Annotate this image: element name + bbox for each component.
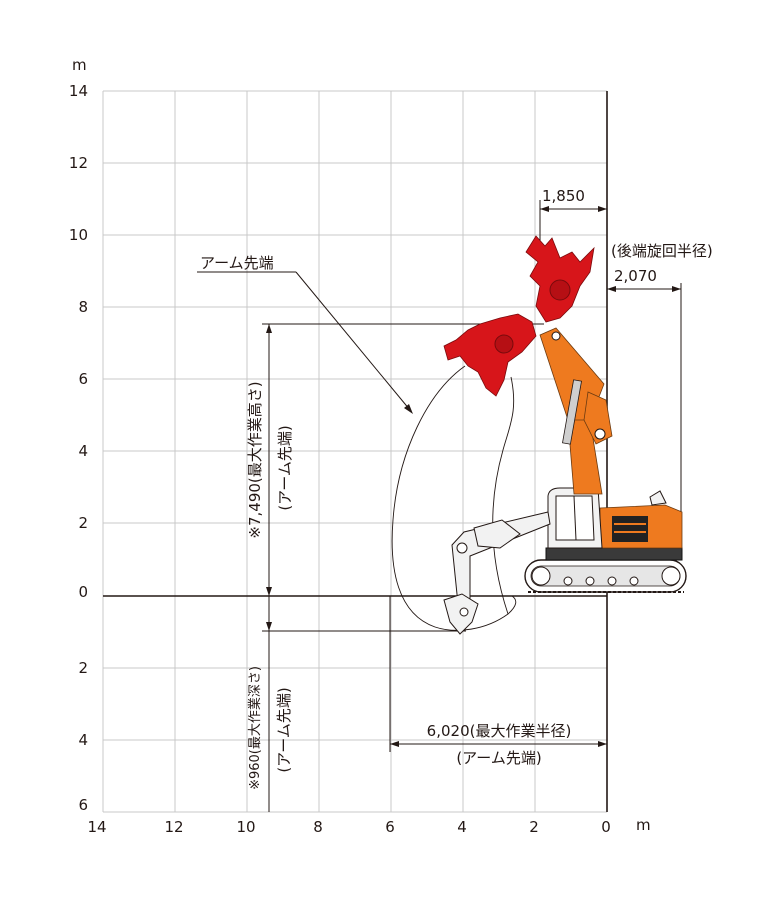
track-roller [585, 576, 595, 586]
crusher-rotator [494, 334, 514, 354]
boom-knuckle [583, 391, 613, 445]
y-tick-label: 8 [78, 298, 88, 316]
arrow-head [607, 286, 616, 292]
arrow-head [598, 741, 607, 747]
max-radius-dimension [389, 596, 607, 752]
crawler-track [524, 559, 687, 593]
engine-grille [612, 516, 648, 542]
cab-pillar [573, 495, 577, 541]
arrow-head [404, 404, 413, 414]
x-axis-labels: 14 12 10 8 6 4 2 0 m [87, 816, 650, 836]
exhaust-stack [649, 490, 667, 506]
boom-lowered [473, 519, 521, 549]
max-depth-dimension [262, 596, 466, 812]
y-axis-labels: m 14 12 10 8 6 4 2 0 2 4 6 [69, 56, 88, 814]
max-height-sub-label: (アーム先端) [276, 425, 294, 510]
max-depth-label: ※960(最大作業深さ) [247, 666, 263, 790]
track-roller [607, 576, 617, 586]
y-tick-label: 4 [78, 442, 88, 460]
x-tick-label: 12 [164, 818, 183, 836]
crusher-extended [443, 313, 537, 397]
pivot-pin [459, 607, 469, 617]
crusher-jaw [525, 235, 595, 323]
arrow-head [266, 324, 272, 333]
x-axis-unit: m [636, 816, 651, 834]
crusher-rotator [549, 279, 571, 301]
rear-swing-value: 2,070 [614, 267, 657, 285]
swing-frame [545, 547, 683, 561]
rear-swing-label: (後端旋回半径) [611, 242, 713, 260]
top-width-value: 1,850 [542, 187, 585, 205]
x-tick-label: 8 [313, 818, 323, 836]
x-tick-label: 14 [87, 818, 106, 836]
arm-tip-label: アーム先端 [200, 254, 274, 272]
x-tick-label: 2 [529, 818, 539, 836]
arm-tip-leader [197, 271, 413, 414]
grid [102, 90, 607, 813]
arrow-head [266, 622, 272, 631]
arrow-head [266, 587, 272, 596]
attachment-lowered [443, 511, 551, 635]
working-envelope [391, 365, 517, 631]
x-tick-label: 0 [601, 818, 611, 836]
pivot-pin [551, 331, 561, 341]
y-tick-label: 2 [78, 514, 88, 532]
pivot-pin [594, 428, 606, 440]
top-width-dimension [539, 200, 607, 244]
arrow-head [540, 206, 549, 212]
max-radius-label: 6,020(最大作業半径) [427, 722, 572, 740]
rear-swing-dimension [607, 283, 682, 512]
x-tick-label: 6 [385, 818, 395, 836]
idler-wheel [531, 566, 551, 586]
upper-structure [545, 487, 683, 561]
y-tick-label: 10 [69, 226, 88, 244]
arrow-head [672, 286, 681, 292]
front-attachment [539, 327, 613, 495]
max-height-label: ※7,490(最大作業高さ) [246, 381, 264, 538]
y-tick-label: 2 [78, 659, 88, 677]
boom-cylinder [562, 379, 582, 445]
crusher-raised [525, 235, 595, 323]
track-inner [530, 565, 681, 587]
pivot-pin [456, 542, 468, 554]
max-depth-sub-label: (アーム先端) [275, 687, 293, 772]
track-roller [563, 576, 573, 586]
crusher-jaw [443, 313, 537, 397]
leader-line [295, 271, 411, 411]
y-tick-label: 12 [69, 154, 88, 172]
max-radius-sub-label: (アーム先端) [456, 749, 541, 767]
x-tick-label: 10 [236, 818, 255, 836]
arrow-head [598, 206, 607, 212]
arrow-head [390, 741, 399, 747]
y-tick-label: 6 [78, 370, 88, 388]
sprocket-wheel [661, 566, 681, 586]
y-axis-unit: m [72, 56, 87, 74]
x-tick-label: 4 [457, 818, 467, 836]
y-tick-label: 14 [69, 82, 88, 100]
track-roller [629, 576, 639, 586]
y-tick-label: 0 [78, 583, 88, 601]
y-tick-label: 4 [78, 731, 88, 749]
y-tick-label: 6 [78, 796, 88, 814]
